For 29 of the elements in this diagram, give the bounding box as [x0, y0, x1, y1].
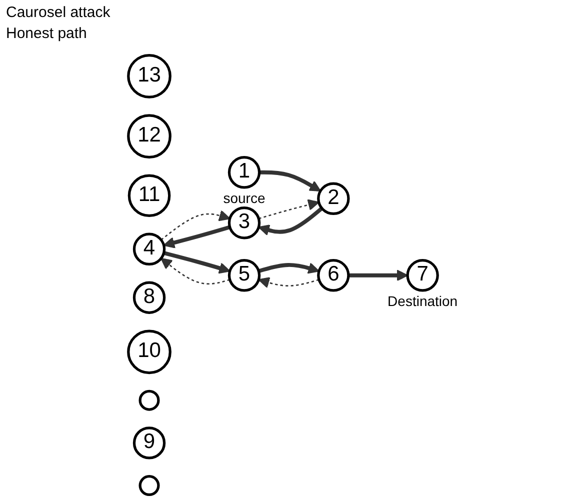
node-circle: 11 [128, 174, 171, 218]
node-circle: 10 [127, 330, 172, 374]
arrow [258, 199, 320, 220]
arrow [259, 170, 321, 192]
node-circle [138, 390, 160, 411]
node-caption: Destination [388, 293, 458, 310]
node-circle: 2 [317, 182, 350, 215]
arrow [160, 210, 230, 240]
arrow [163, 225, 230, 248]
arrow [258, 277, 320, 288]
annotation-text: Honest path [6, 25, 88, 42]
node-circle: 13 [127, 54, 172, 98]
node-caption: source [223, 190, 266, 206]
node-circle: 9 [132, 426, 166, 460]
node-circle: 12 [127, 114, 172, 158]
arrow [160, 258, 230, 284]
annotation-text: Caurosel attack [6, 4, 110, 21]
arrow [348, 270, 408, 282]
node-circle: 4 [132, 232, 166, 266]
node-circle: 7 [406, 259, 439, 292]
node-circle: 6 [317, 259, 350, 292]
node-circle [138, 475, 160, 496]
arrow [258, 206, 324, 236]
node-circle: 3 [228, 206, 261, 240]
node-circle: 1 [228, 156, 261, 189]
arrow [258, 262, 320, 274]
node-circle: 5 [228, 259, 261, 292]
node-circle: 8 [132, 281, 166, 314]
arrow [163, 251, 230, 274]
